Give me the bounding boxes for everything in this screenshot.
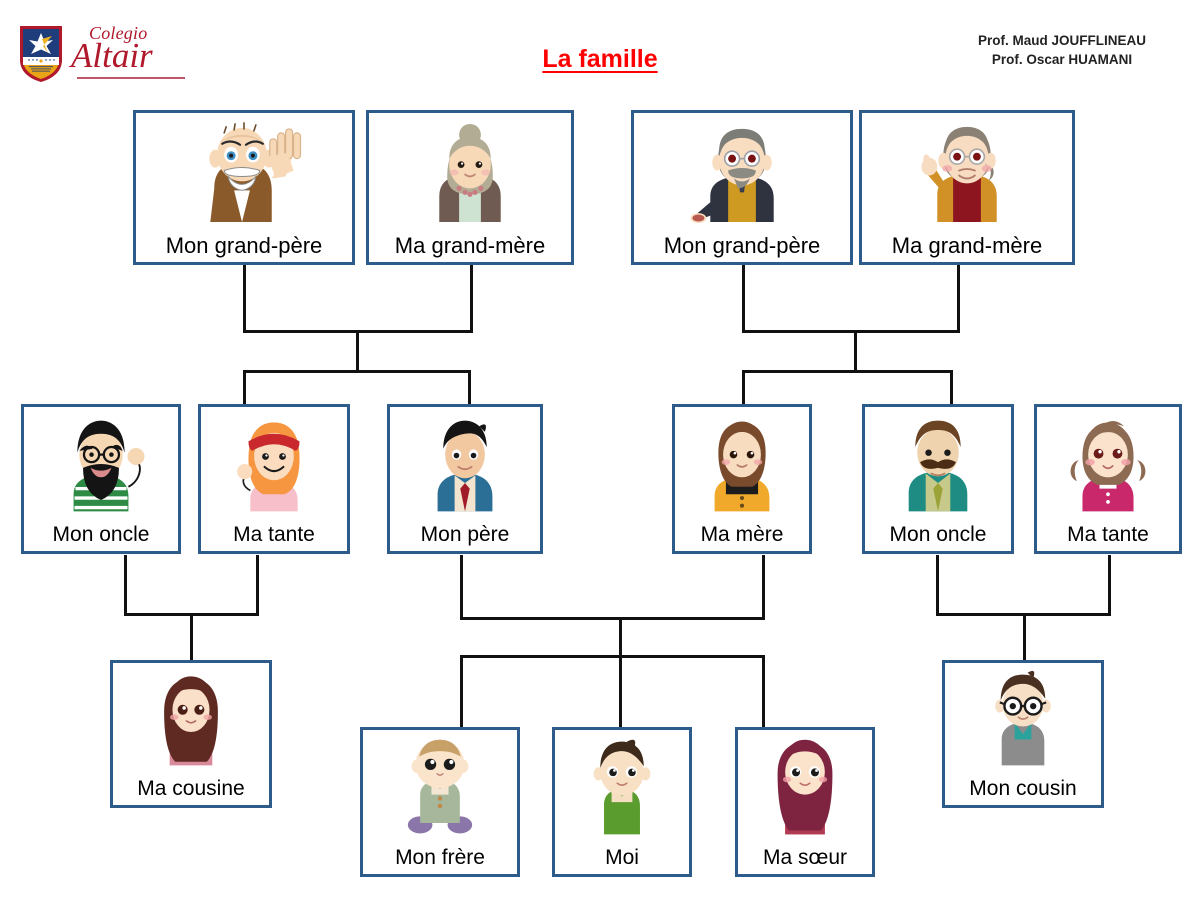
card-self[interactable]: Moi (552, 727, 692, 877)
connector-aunt-pat-drop (256, 555, 259, 613)
card-grandfather-paternal[interactable]: Mon grand-père (133, 110, 355, 265)
connector-to-aunt-paternal (468, 370, 471, 404)
card-label: Mon grand-père (165, 232, 323, 258)
connector-father-drop (460, 555, 463, 617)
connector-gp-pat-mother-drop (470, 263, 473, 330)
card-label: Ma sœur (763, 845, 847, 869)
card-label: Mon oncle (889, 522, 987, 546)
connector-to-sister (762, 655, 765, 727)
elderly-woman-bun-icon (416, 119, 525, 228)
connector-to-cousin (1023, 613, 1026, 661)
connector-gp-mat-couple-bar (742, 330, 960, 333)
man-suit-tie-icon (413, 413, 517, 517)
elderly-woman-glasses-icon (908, 119, 1027, 228)
card-label: Ma tante (233, 522, 315, 546)
connector-to-mother (742, 370, 745, 404)
orange-hair-woman-icon (222, 413, 326, 517)
bearded-man-glasses-icon (49, 413, 153, 517)
connector-aunt-mat-drop (1108, 555, 1111, 613)
card-label: Mon père (420, 522, 510, 546)
elderly-man-waving-icon (185, 119, 304, 228)
connector-gp-mat-stem (854, 330, 857, 372)
page-title: La famille (542, 45, 658, 73)
connector-gp-mat-mother-drop (957, 263, 960, 330)
card-label: Ma mère (700, 522, 784, 546)
professor-name-1: Prof. Maud JOUFFLINEAU (978, 33, 1146, 48)
connector-gp-pat-father-drop (243, 263, 246, 330)
connector-gp-mat-father-drop (742, 263, 745, 330)
connector-gp-pat-stem (356, 330, 359, 372)
connector-siblings-bar (460, 655, 765, 658)
connector-mat-children-bar (742, 370, 953, 373)
woman-orange-dress-icon (690, 413, 794, 517)
card-cousine[interactable]: Ma cousine (110, 660, 272, 808)
connector-to-uncle-maternal (950, 370, 953, 404)
professor-name-2: Prof. Oscar HUAMANI (991, 52, 1133, 68)
card-aunt-maternal[interactable]: Ma tante (1034, 404, 1182, 554)
logo-colegio-text: Colegio (89, 23, 148, 43)
card-cousin[interactable]: Mon cousin (942, 660, 1104, 808)
card-label: Mon cousin (969, 776, 1077, 800)
card-grandfather-maternal[interactable]: Mon grand-père (631, 110, 853, 265)
card-grandmother-maternal[interactable]: Ma grand-mère (859, 110, 1075, 265)
logo-underline (77, 77, 185, 79)
connector-parents-stem (619, 617, 622, 657)
connector-uncle-mat-drop (936, 555, 939, 613)
card-label: Moi (605, 845, 639, 869)
connector-to-uncle-paternal (243, 370, 246, 404)
woman-pink-dress-icon (1056, 413, 1160, 517)
card-sister[interactable]: Ma sœur (735, 727, 875, 877)
card-uncle-paternal[interactable]: Mon oncle (21, 404, 181, 554)
connector-to-brother (460, 655, 463, 727)
school-wordmark: Colegio Altair (71, 23, 191, 85)
logo-altair-text: Altair (71, 36, 153, 75)
card-label: Ma cousine (137, 776, 245, 800)
connector-pat-children-bar (243, 370, 471, 373)
boy-green-shirt-icon (570, 736, 674, 840)
baby-sitting-icon (388, 736, 492, 840)
school-logo: Colegio Altair (18, 14, 218, 94)
connector-uncle-pat-drop (124, 555, 127, 613)
card-grandmother-paternal[interactable]: Ma grand-mère (366, 110, 574, 265)
connector-mother-drop (762, 555, 765, 617)
card-label: Mon frère (395, 845, 485, 869)
card-uncle-maternal[interactable]: Mon oncle (862, 404, 1014, 554)
shield-star-icon (18, 24, 64, 84)
card-label: Mon oncle (52, 522, 150, 546)
card-brother[interactable]: Mon frère (360, 727, 520, 877)
card-label: Ma grand-mère (891, 232, 1043, 258)
card-label: Ma tante (1067, 522, 1149, 546)
card-mother[interactable]: Ma mère (672, 404, 812, 554)
card-label: Ma grand-mère (394, 232, 546, 258)
boy-glasses-icon (972, 669, 1074, 771)
card-label: Mon grand-père (663, 232, 821, 258)
card-aunt-paternal[interactable]: Ma tante (198, 404, 350, 554)
connector-parents-bar (460, 617, 765, 620)
elderly-man-glasses-icon (683, 119, 802, 228)
mustache-man-teal-icon (886, 413, 990, 517)
card-father[interactable]: Mon père (387, 404, 543, 554)
girl-long-brown-hair-icon (140, 669, 242, 771)
connector-to-cousine (190, 613, 193, 660)
professor-credits: Prof. Maud JOUFFLINEAU Prof. Oscar HUAMA… (978, 31, 1146, 69)
connector-to-self (619, 655, 622, 727)
girl-maroon-hair-icon (753, 736, 857, 840)
